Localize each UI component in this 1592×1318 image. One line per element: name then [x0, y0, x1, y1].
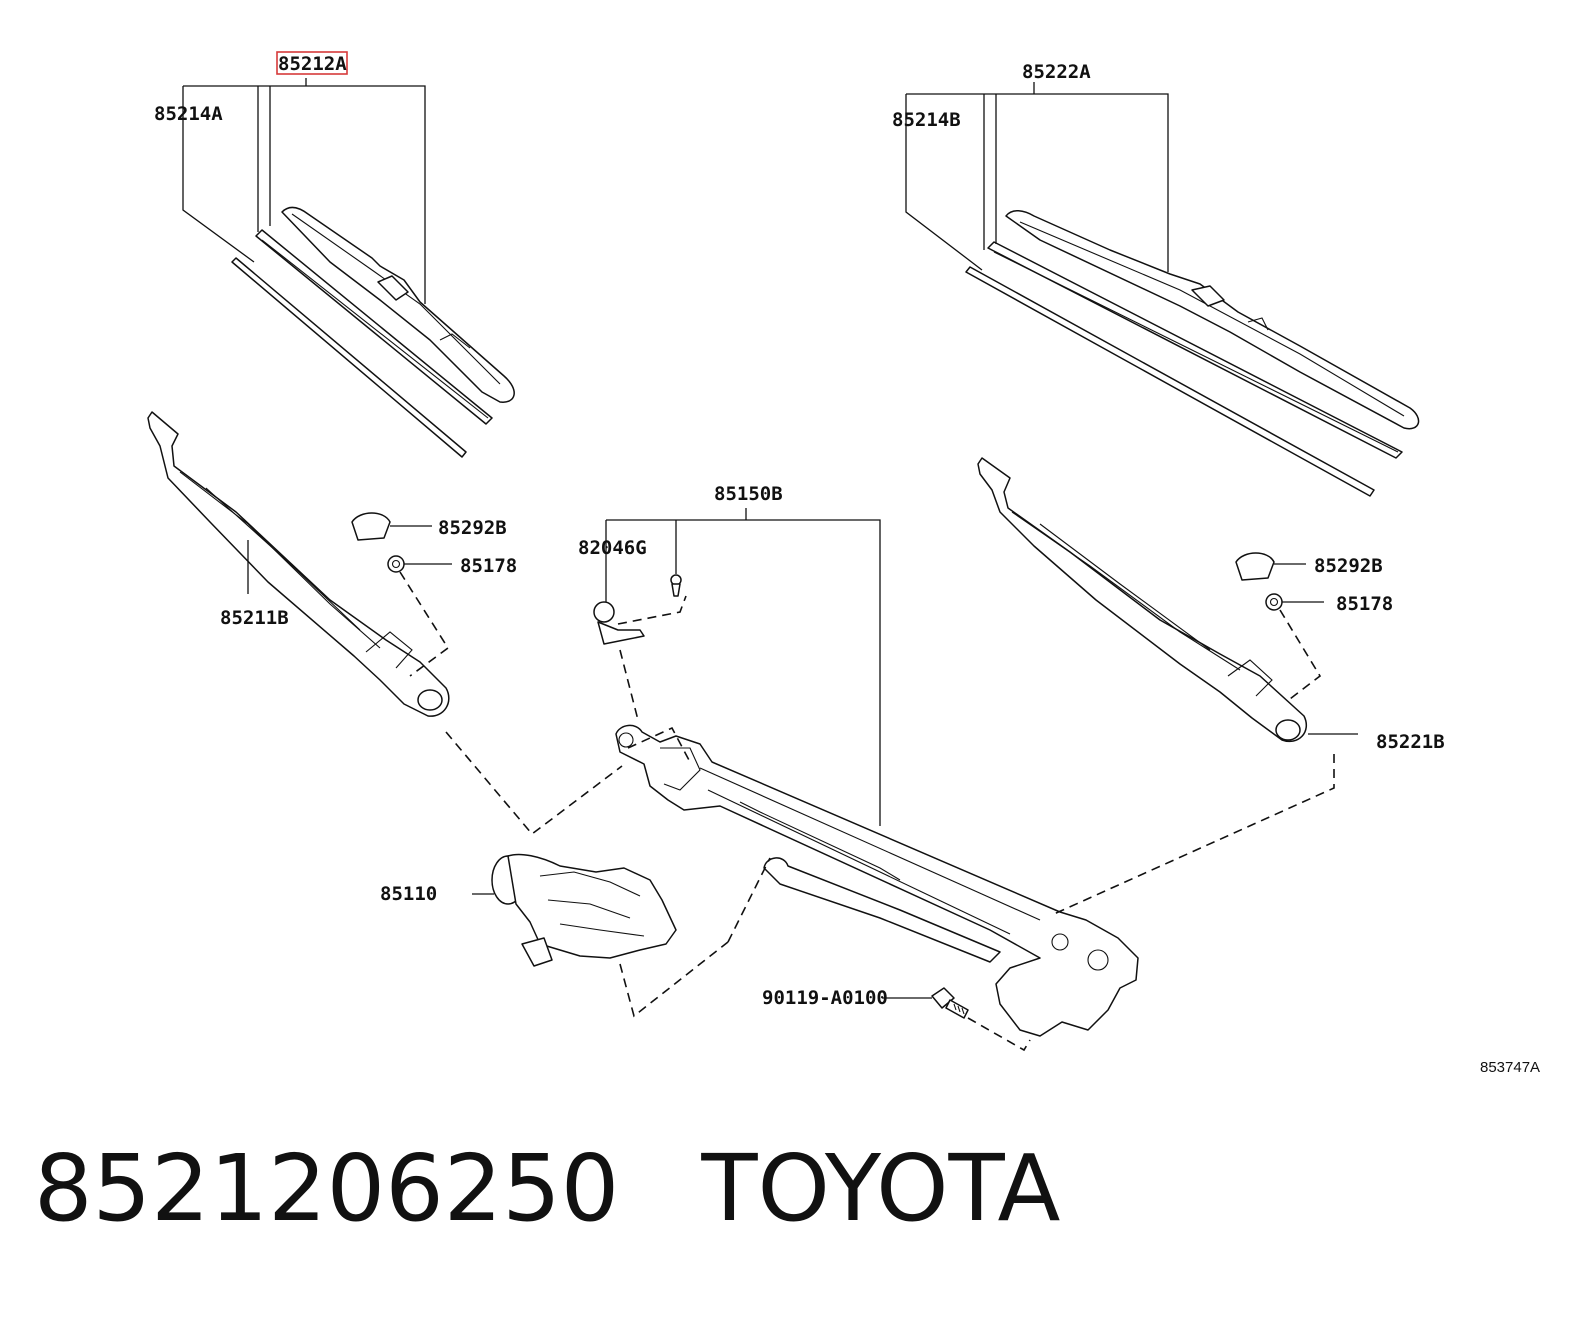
part-caption: 8521206250 TOYOTA — [34, 1128, 1061, 1248]
right-cap — [1235, 552, 1306, 581]
right-wiper-blade — [965, 210, 1420, 497]
brand-name: TOYOTA — [701, 1134, 1061, 1242]
highlight-box — [276, 51, 348, 75]
label-85110: 85110 — [380, 883, 437, 905]
label-85221b: 85221B — [1376, 731, 1445, 753]
bolt-90119 — [882, 987, 969, 1019]
wiper-link-assembly — [606, 508, 1139, 1037]
wiper-motor — [472, 853, 677, 967]
right-nut — [1265, 593, 1324, 611]
right-blade-leaders — [905, 82, 1169, 272]
label-85292b-left: 85292B — [438, 517, 507, 539]
label-85178-left: 85178 — [460, 555, 517, 577]
part-number: 8521206250 — [34, 1134, 620, 1242]
label-85178-right: 85178 — [1336, 593, 1393, 615]
left-blade-leaders — [182, 78, 426, 304]
label-85214a: 85214A — [154, 103, 223, 125]
right-wiper-arm — [977, 457, 1358, 743]
drawing-reference: 853747A — [1480, 1059, 1540, 1076]
left-wiper-blade — [231, 206, 515, 458]
label-85211b: 85211B — [220, 607, 289, 629]
callout-labels: 85212A 85214A 85222A 85214B 85211B 85292… — [154, 51, 1540, 1076]
left-wiper-arm — [147, 411, 450, 717]
label-85292b-right: 85292B — [1314, 555, 1383, 577]
clip-82046g — [593, 520, 682, 645]
label-85150b: 85150B — [714, 483, 783, 505]
left-cap — [351, 512, 432, 541]
assembly-paths — [399, 571, 1335, 1052]
label-85214b: 85214B — [892, 109, 961, 131]
label-85212a: 85212A — [278, 53, 347, 75]
label-85222a: 85222A — [1022, 61, 1091, 83]
label-82046g: 82046G — [578, 537, 647, 559]
left-nut — [387, 555, 452, 573]
label-90119-a0100: 90119-A0100 — [762, 987, 888, 1009]
